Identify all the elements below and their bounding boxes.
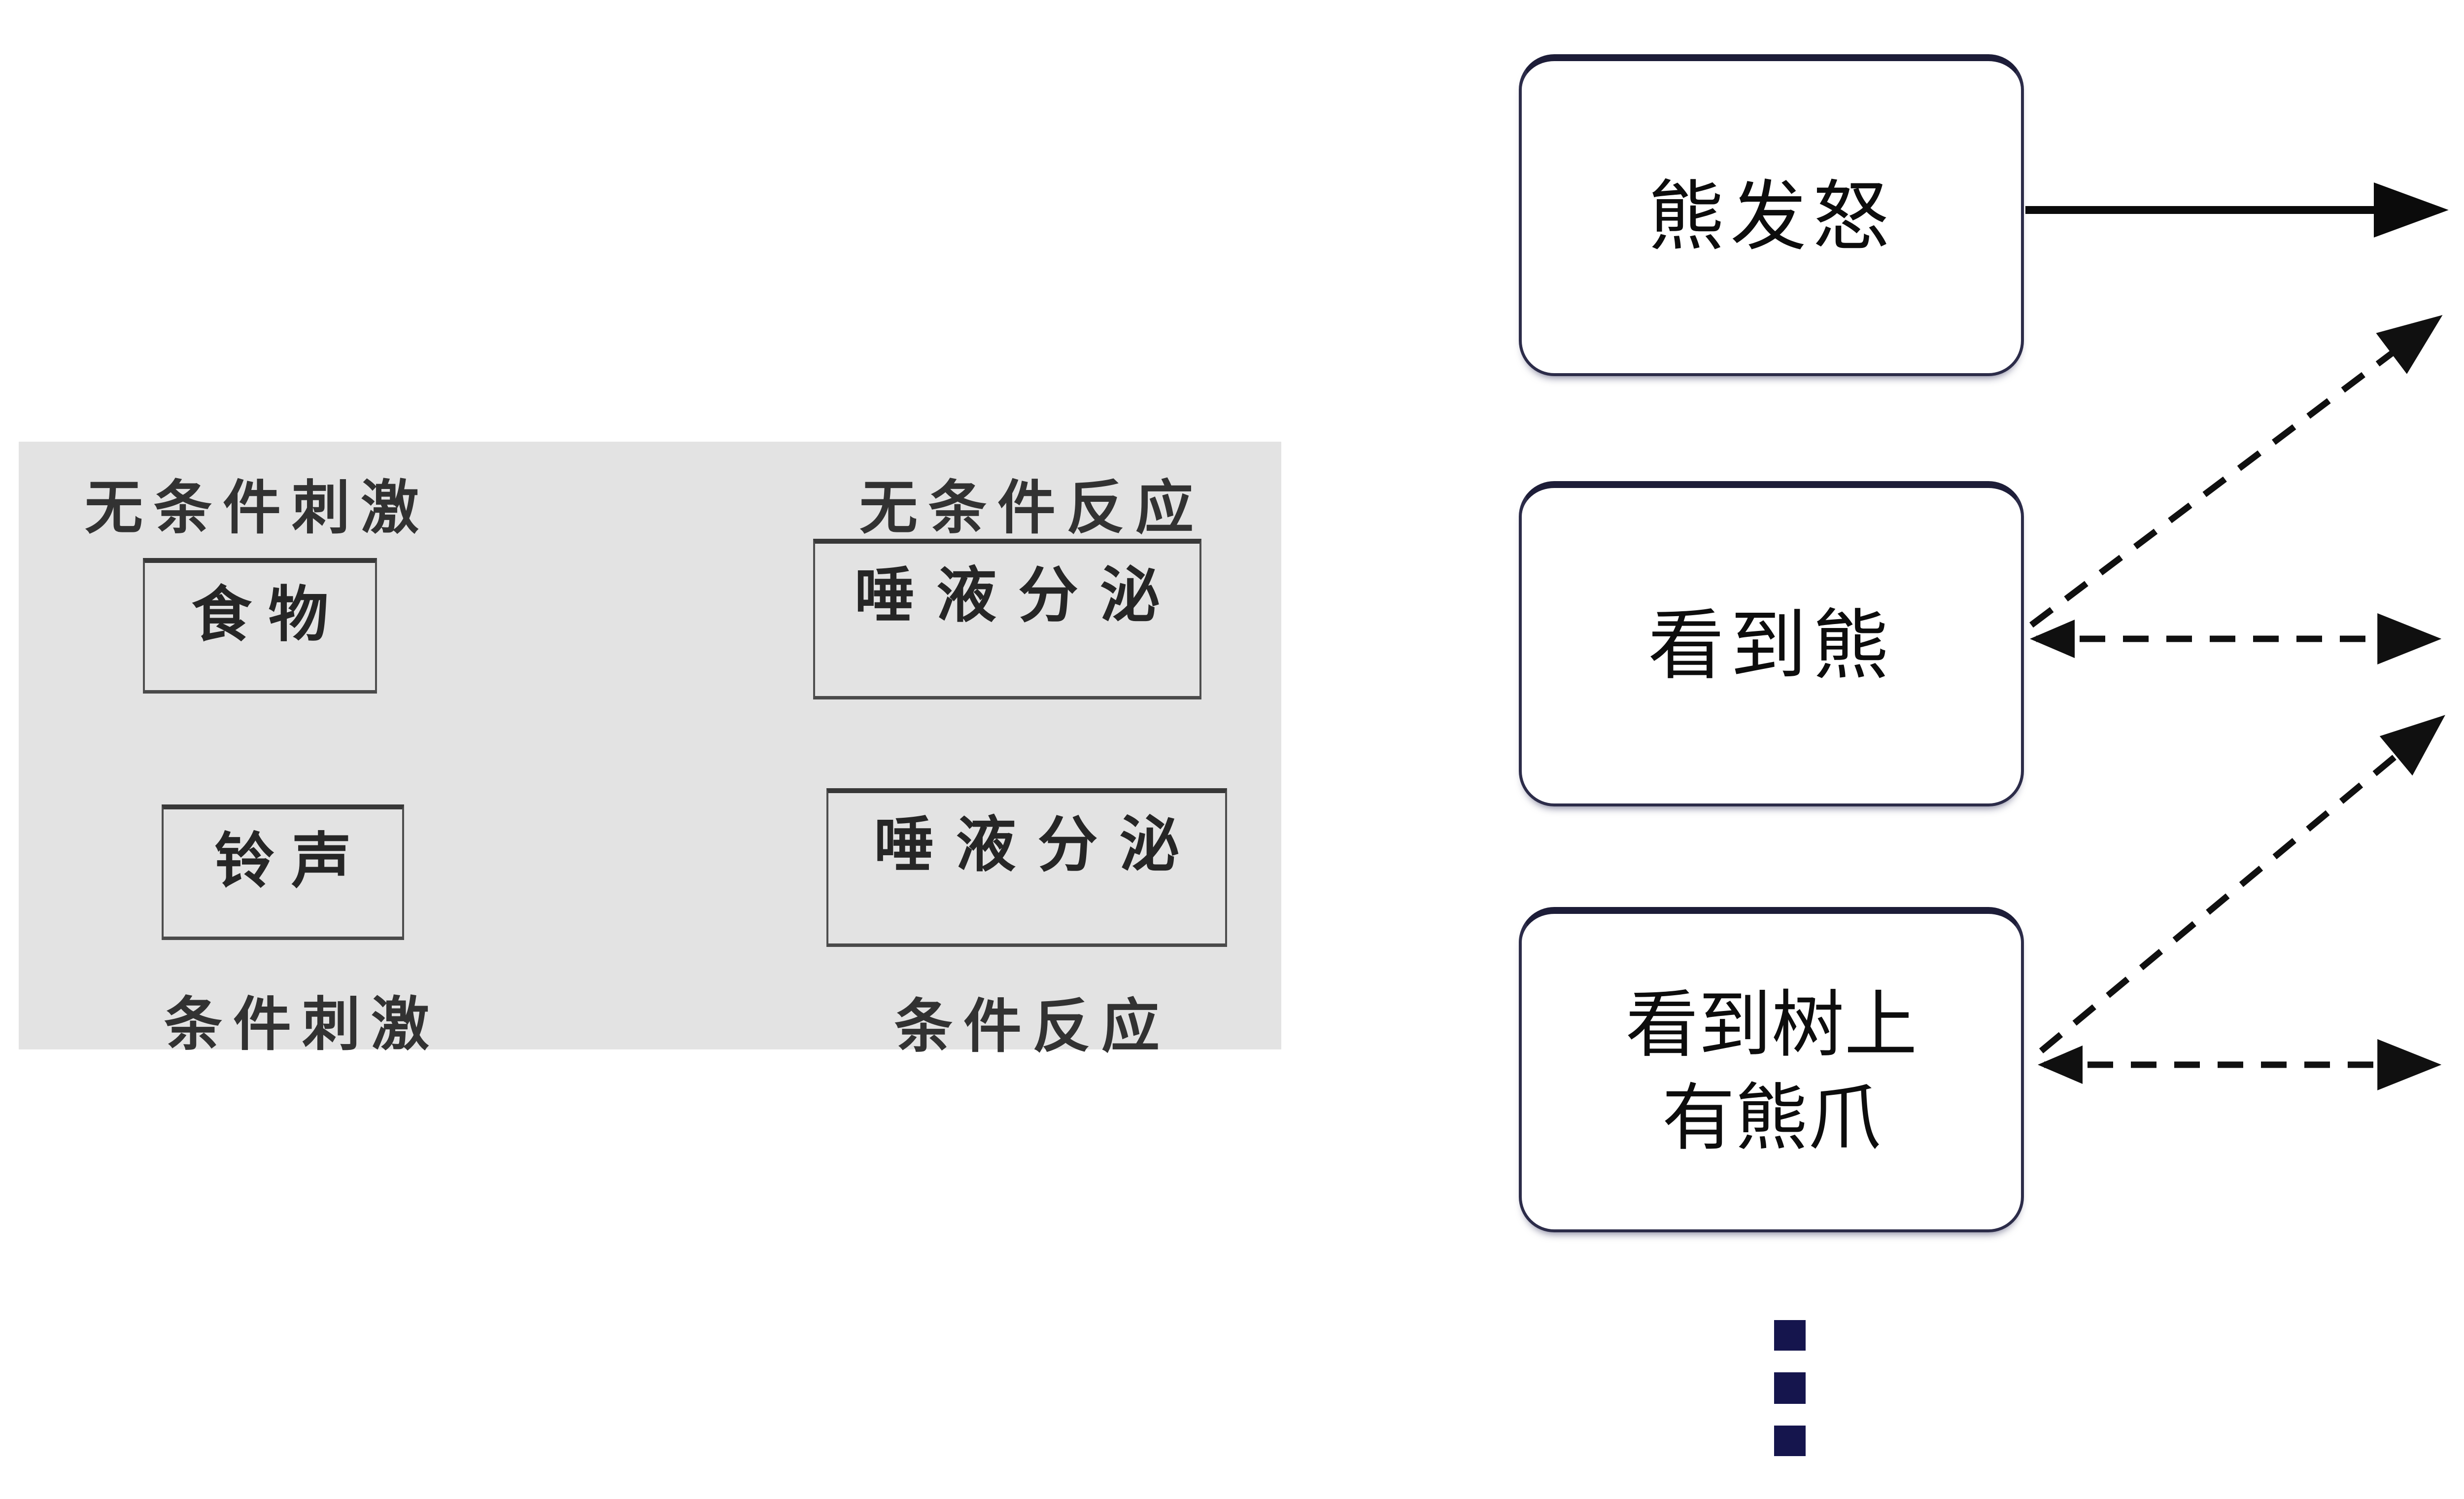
box-bear-anger: 熊发怒 bbox=[1519, 54, 2024, 376]
box-bell: 铃声 bbox=[162, 804, 404, 940]
box-food: 食物 bbox=[143, 558, 377, 694]
ellipsis-left-dot bbox=[1774, 1372, 1806, 1404]
ellipsis-left bbox=[1774, 1320, 1806, 1456]
label-conditioned-response: 条件反应 bbox=[894, 994, 1170, 1059]
label-unconditioned-stimulus: 无条件刺激 bbox=[84, 476, 430, 541]
ellipsis-left-dot bbox=[1774, 1320, 1806, 1351]
box-saliva-bottom: 唾液分泌 bbox=[826, 788, 1227, 947]
dashed-arrow-see-bear-to-reward bbox=[2029, 315, 2443, 628]
label-conditioned-stimulus: 条件刺激 bbox=[164, 992, 440, 1057]
dashed-arrow-bear-claw-to-v-sprime bbox=[2039, 715, 2445, 1053]
label-unconditioned-response: 无条件反应 bbox=[859, 476, 1204, 541]
classical-conditioning-panel: 无条件刺激 无条件反应 食物 唾液分泌 铃声 唾液分泌 条件刺激 条件反应 bbox=[19, 442, 1281, 1059]
box-see-bear: 看到熊 bbox=[1519, 481, 2024, 806]
ellipsis-left-dot bbox=[1774, 1426, 1806, 1456]
box-saliva-top: 唾液分泌 bbox=[813, 539, 1201, 699]
box-bear-claw: 看到树上 有熊爪 bbox=[1519, 907, 2024, 1232]
